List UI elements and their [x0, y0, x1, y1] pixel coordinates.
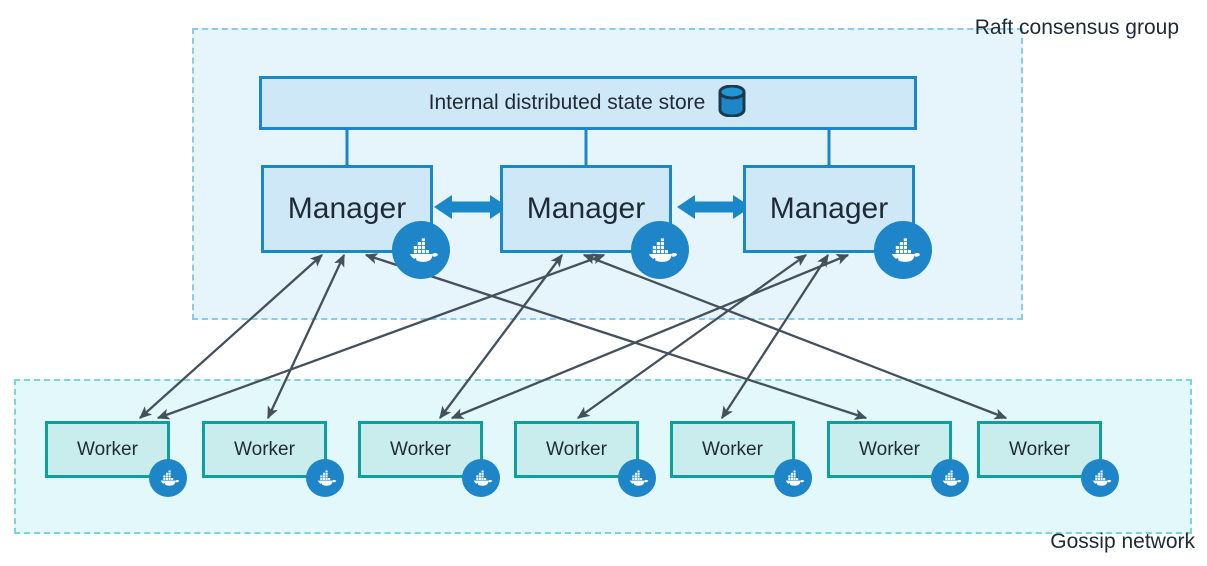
raft-group-label: Raft consensus group: [974, 16, 1179, 39]
internal-state-store-node[interactable]: Internal distributed state store: [259, 76, 917, 130]
worker-node-6[interactable]: Worker: [977, 421, 1102, 478]
manager-label: Manager: [526, 192, 646, 225]
docker-whale-icon: [618, 459, 656, 497]
worker-label: Worker: [234, 438, 295, 460]
worker-node-3[interactable]: Worker: [514, 421, 639, 478]
docker-whale-icon: [462, 459, 500, 497]
docker-whale-icon: [306, 459, 344, 497]
worker-label: Worker: [1009, 438, 1070, 460]
worker-label: Worker: [546, 438, 607, 460]
gossip-group-label: Gossip network: [1050, 530, 1195, 553]
docker-whale-icon: [1081, 459, 1119, 497]
manager-label: Manager: [287, 192, 407, 225]
database-cylinder-icon: [717, 84, 747, 122]
worker-label: Worker: [390, 438, 451, 460]
worker-label: Worker: [859, 438, 920, 460]
worker-label: Worker: [702, 438, 763, 460]
worker-node-1[interactable]: Worker: [202, 421, 327, 478]
manager-node-2[interactable]: Manager: [743, 165, 915, 253]
docker-whale-icon: [774, 459, 812, 497]
manager-label: Manager: [769, 192, 889, 225]
worker-node-5[interactable]: Worker: [827, 421, 952, 478]
state-store-label: Internal distributed state store: [428, 91, 706, 114]
worker-label: Worker: [77, 438, 138, 460]
docker-whale-icon: [931, 459, 969, 497]
worker-node-2[interactable]: Worker: [358, 421, 483, 478]
docker-whale-icon: [149, 459, 187, 497]
worker-node-0[interactable]: Worker: [45, 421, 170, 478]
docker-whale-icon: [631, 221, 689, 279]
docker-whale-icon: [392, 221, 450, 279]
worker-node-4[interactable]: Worker: [670, 421, 795, 478]
docker-whale-icon: [874, 221, 932, 279]
